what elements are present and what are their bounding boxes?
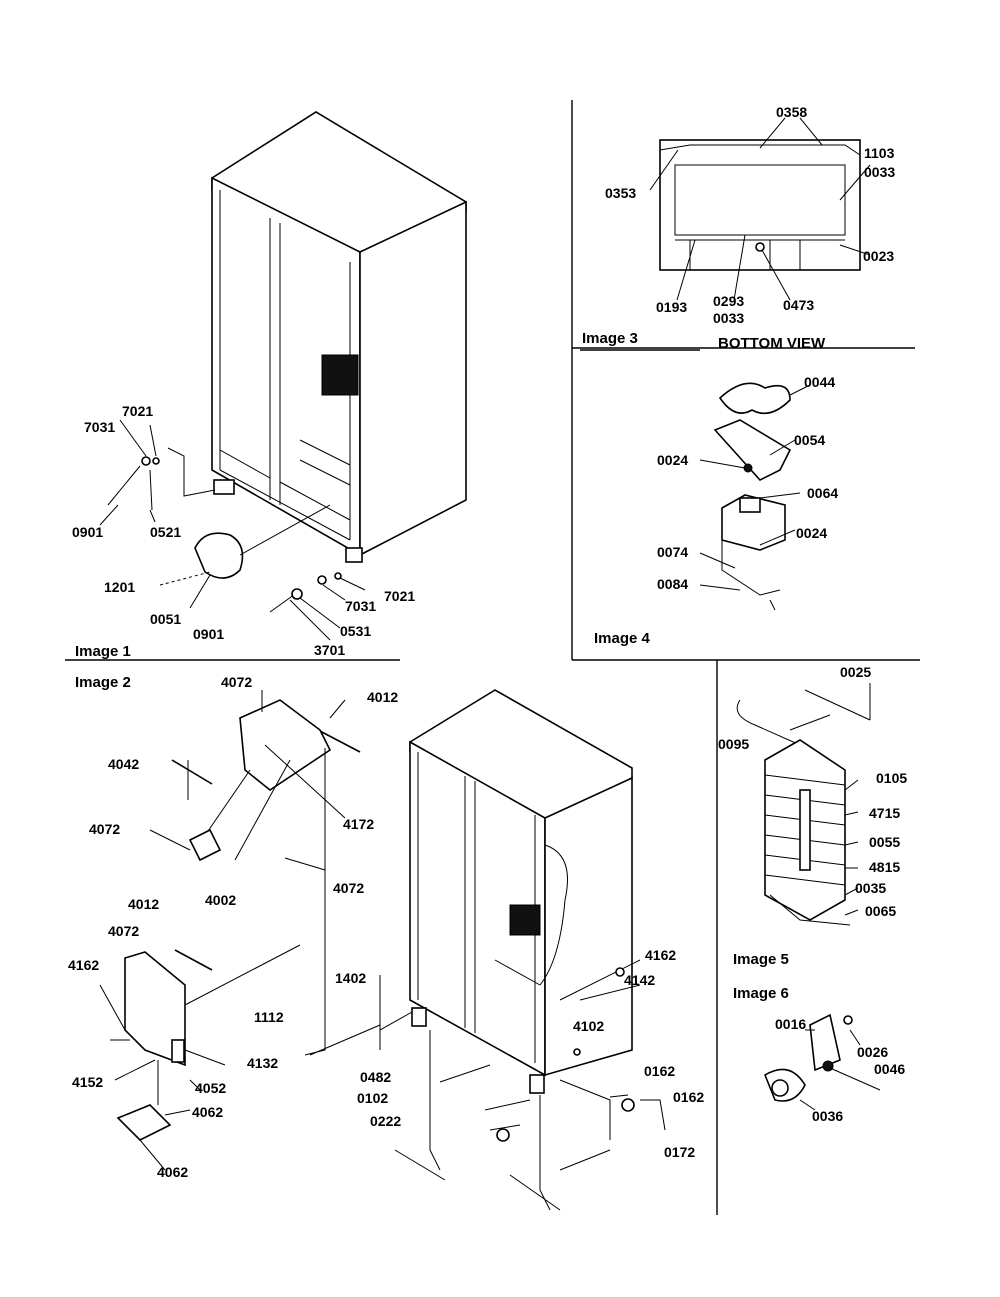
image2-part-label: 4062 [192,1104,223,1120]
image2-part-label: 0162 [644,1063,675,1079]
image2-part-label: 4162 [68,957,99,973]
image1-part-label: 0901 [72,524,103,540]
image1-part-label: 0901 [193,626,224,642]
image2-part-label: 4072 [89,821,120,837]
image3-part-label: 1103 [864,145,895,161]
image5-caption: Image 5 [733,951,789,968]
bottom-view-caption: BOTTOM VIEW [718,335,826,352]
image5-part-label: 0025 [840,664,871,680]
image2-part-label: 4132 [247,1055,278,1071]
image1-part-label: 1201 [104,579,135,595]
image5-part-label: 0105 [876,770,907,786]
image2-part-label: 4062 [157,1164,188,1180]
image4-part-label: 0024 [796,525,827,541]
image6-part-label: 0046 [874,1061,905,1077]
image3-part-label: 0023 [863,248,894,264]
image3-part-label: 0473 [783,297,814,313]
image3-part-label: 0193 [656,299,687,315]
image3-bottom-view [649,117,871,301]
image1-part-label: 3701 [314,642,345,658]
image3-part-label: 0353 [605,185,636,201]
image2-part-label: 0172 [664,1144,695,1160]
image2-part-label: 4072 [333,880,364,896]
image3-part-label: 0033 [864,164,895,180]
image1-part-label: 0531 [340,623,371,639]
image5-part-label: 0065 [865,903,896,919]
image2-part-label: 4012 [128,896,159,912]
image1-cabinet [99,111,467,641]
image4-part-label: 0074 [657,544,688,560]
image2-part-label: 1402 [335,970,366,986]
image2-part-label: 4012 [367,689,398,705]
panel-dividers [65,100,920,1215]
image4-caption: Image 4 [594,630,651,647]
image6-caption: Image 6 [733,985,789,1002]
image2-part-label: 1112 [254,1009,284,1025]
image6-damper [764,1013,881,1111]
image3-part-label: 0358 [776,104,807,120]
image2-part-label: 0482 [360,1069,391,1085]
image2-part-label: 0102 [357,1090,388,1106]
part-number-labels: 7021 7031 0901 0521 1201 0051 0901 3701 0531 7031… [68,104,907,1180]
image1-part-label: 0521 [150,524,181,540]
image5-evaporator [736,683,871,926]
image1-caption: Image 1 [75,643,131,660]
image2-part-label: 0222 [370,1113,401,1129]
image2-part-label: 4072 [221,674,252,690]
image2-part-label: 4102 [573,1018,604,1034]
image3-part-label: 0033 [713,310,744,326]
image5-part-label: 4715 [869,805,900,821]
image4-fan-motor [699,382,811,611]
image2-part-label: 4072 [108,923,139,939]
image5-part-label: 0095 [718,736,749,752]
image4-part-label: 0084 [657,576,688,592]
image1-part-label: 7031 [84,419,115,435]
image2-cabinet [99,689,666,1211]
image2-caption: Image 2 [75,674,131,691]
image2-part-label: 4152 [72,1074,103,1090]
image5-part-label: 4815 [869,859,900,875]
image2-part-label: 4042 [108,756,139,772]
image2-part-label: 0162 [673,1089,704,1105]
image4-part-label: 0054 [794,432,825,448]
image6-part-label: 0026 [857,1044,888,1060]
image4-part-label: 0044 [804,374,835,390]
image6-part-label: 0016 [775,1016,806,1032]
image2-part-label: 4142 [624,972,655,988]
image2-part-label: 4052 [195,1080,226,1096]
image1-part-label: 7021 [122,403,153,419]
image2-part-label: 4002 [205,892,236,908]
image5-part-label: 0055 [869,834,900,850]
image2-part-label: 4162 [645,947,676,963]
image6-part-label: 0036 [812,1108,843,1124]
image3-part-label: 0293 [713,293,744,309]
image4-part-label: 0024 [657,452,688,468]
image4-part-label: 0064 [807,485,838,501]
image1-part-label: 0051 [150,611,181,627]
image1-part-label: 7021 [384,588,415,604]
image1-part-label: 7031 [345,598,376,614]
image2-part-label: 4172 [343,816,374,832]
image5-part-label: 0035 [855,880,886,896]
image3-caption: Image 3 [582,330,638,347]
